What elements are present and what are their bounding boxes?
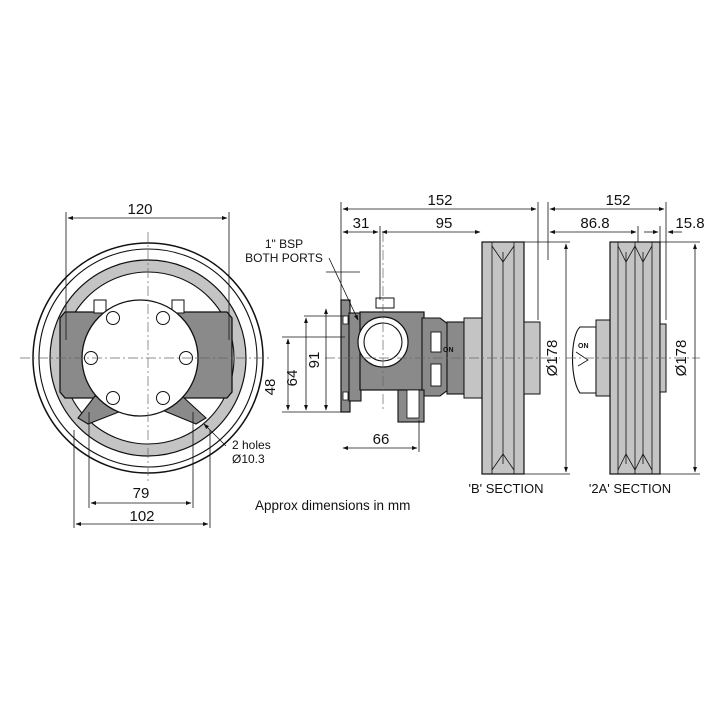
2a-section-caption: '2A' SECTION xyxy=(589,481,671,496)
dim-side-height-64: 64 xyxy=(284,370,301,387)
holes-count-label: 2 holes xyxy=(232,438,271,452)
side-view: ON 152 31 95 1" BSP BOTH PORTS 48 64 91 xyxy=(245,192,570,496)
b-section-caption: 'B' SECTION xyxy=(468,481,543,496)
bsp-port-label: 1" BSP xyxy=(265,237,303,251)
dim-front-width: 120 xyxy=(127,201,152,218)
dim-side-height-91: 91 xyxy=(306,352,323,369)
dimensions-note: Approx dimensions in mm xyxy=(255,498,410,513)
dim-pulley-b-diameter: Ø178 xyxy=(544,340,561,377)
dim-side-total-length: 152 xyxy=(427,192,452,209)
on-label-side: ON xyxy=(443,347,454,354)
dim-side-port-offset: 31 xyxy=(353,215,370,232)
dim-section-86-8: 86.8 xyxy=(580,215,609,232)
section-2a-view: ON 152 86.8 15.8 Ø178 xyxy=(547,192,705,496)
on-label-section: ON xyxy=(578,343,589,350)
dim-front-hole-spacing: 79 xyxy=(133,485,150,502)
dim-side-pulley-offset: 95 xyxy=(436,215,453,232)
dim-side-height-48: 48 xyxy=(262,379,279,396)
front-bolt-pattern xyxy=(84,311,193,405)
side-pump-body xyxy=(340,297,465,423)
front-view: 120 79 102 2 holes Ø10.3 xyxy=(20,201,271,528)
dim-front-base-width: 102 xyxy=(129,508,154,525)
holes-diameter-label: Ø10.3 xyxy=(232,452,265,466)
dim-pulley-2a-diameter: Ø178 xyxy=(673,340,690,377)
dim-section-15-8: 15.8 xyxy=(675,215,704,232)
dim-section-total-length: 152 xyxy=(605,192,630,209)
dim-side-foot-length: 66 xyxy=(373,431,390,448)
front-pump-body xyxy=(59,299,233,425)
bsp-ports-label: BOTH PORTS xyxy=(245,251,323,265)
